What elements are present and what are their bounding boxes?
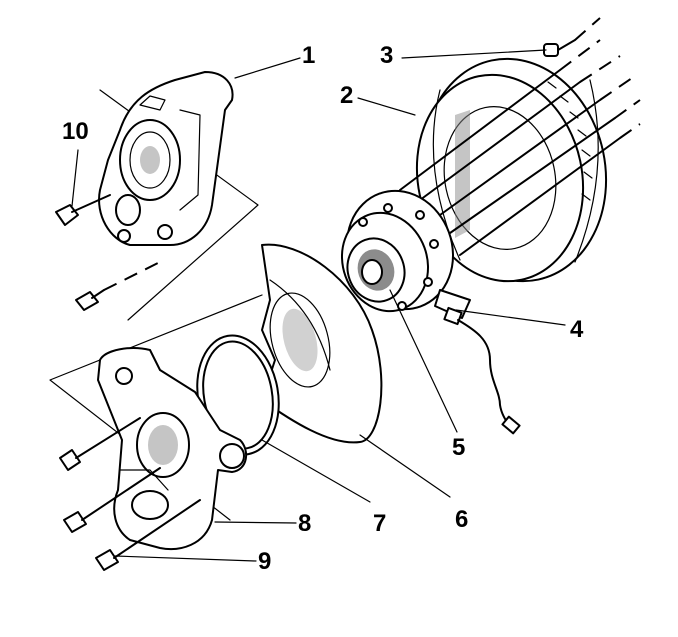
rotor-bolt bbox=[543, 17, 601, 57]
knuckle-bolts bbox=[59, 417, 201, 571]
brake-rotor bbox=[415, 57, 608, 283]
callout-4: 4 bbox=[570, 316, 584, 343]
callout-6: 6 bbox=[455, 506, 469, 533]
callout-1: 1 bbox=[302, 42, 316, 69]
caliper-upper-bolt bbox=[55, 194, 111, 226]
splash-shield bbox=[261, 243, 383, 444]
callout-3: 3 bbox=[380, 42, 394, 69]
callout-8: 8 bbox=[298, 510, 312, 537]
hub-stud-lines bbox=[399, 39, 641, 256]
callout-9: 9 bbox=[258, 548, 272, 575]
brake-caliper bbox=[98, 71, 234, 246]
callout-7: 7 bbox=[373, 510, 387, 537]
rotor-vent-ticks bbox=[547, 81, 593, 201]
leader-lines bbox=[71, 49, 566, 562]
hub-bearing-assembly bbox=[340, 189, 471, 319]
callout-5: 5 bbox=[452, 434, 466, 461]
wheel-speed-sensor bbox=[443, 306, 521, 435]
callout-2: 2 bbox=[340, 82, 354, 109]
callout-10: 10 bbox=[62, 118, 89, 145]
caliper-lower-bolt bbox=[75, 261, 161, 311]
steering-knuckle bbox=[97, 347, 248, 550]
